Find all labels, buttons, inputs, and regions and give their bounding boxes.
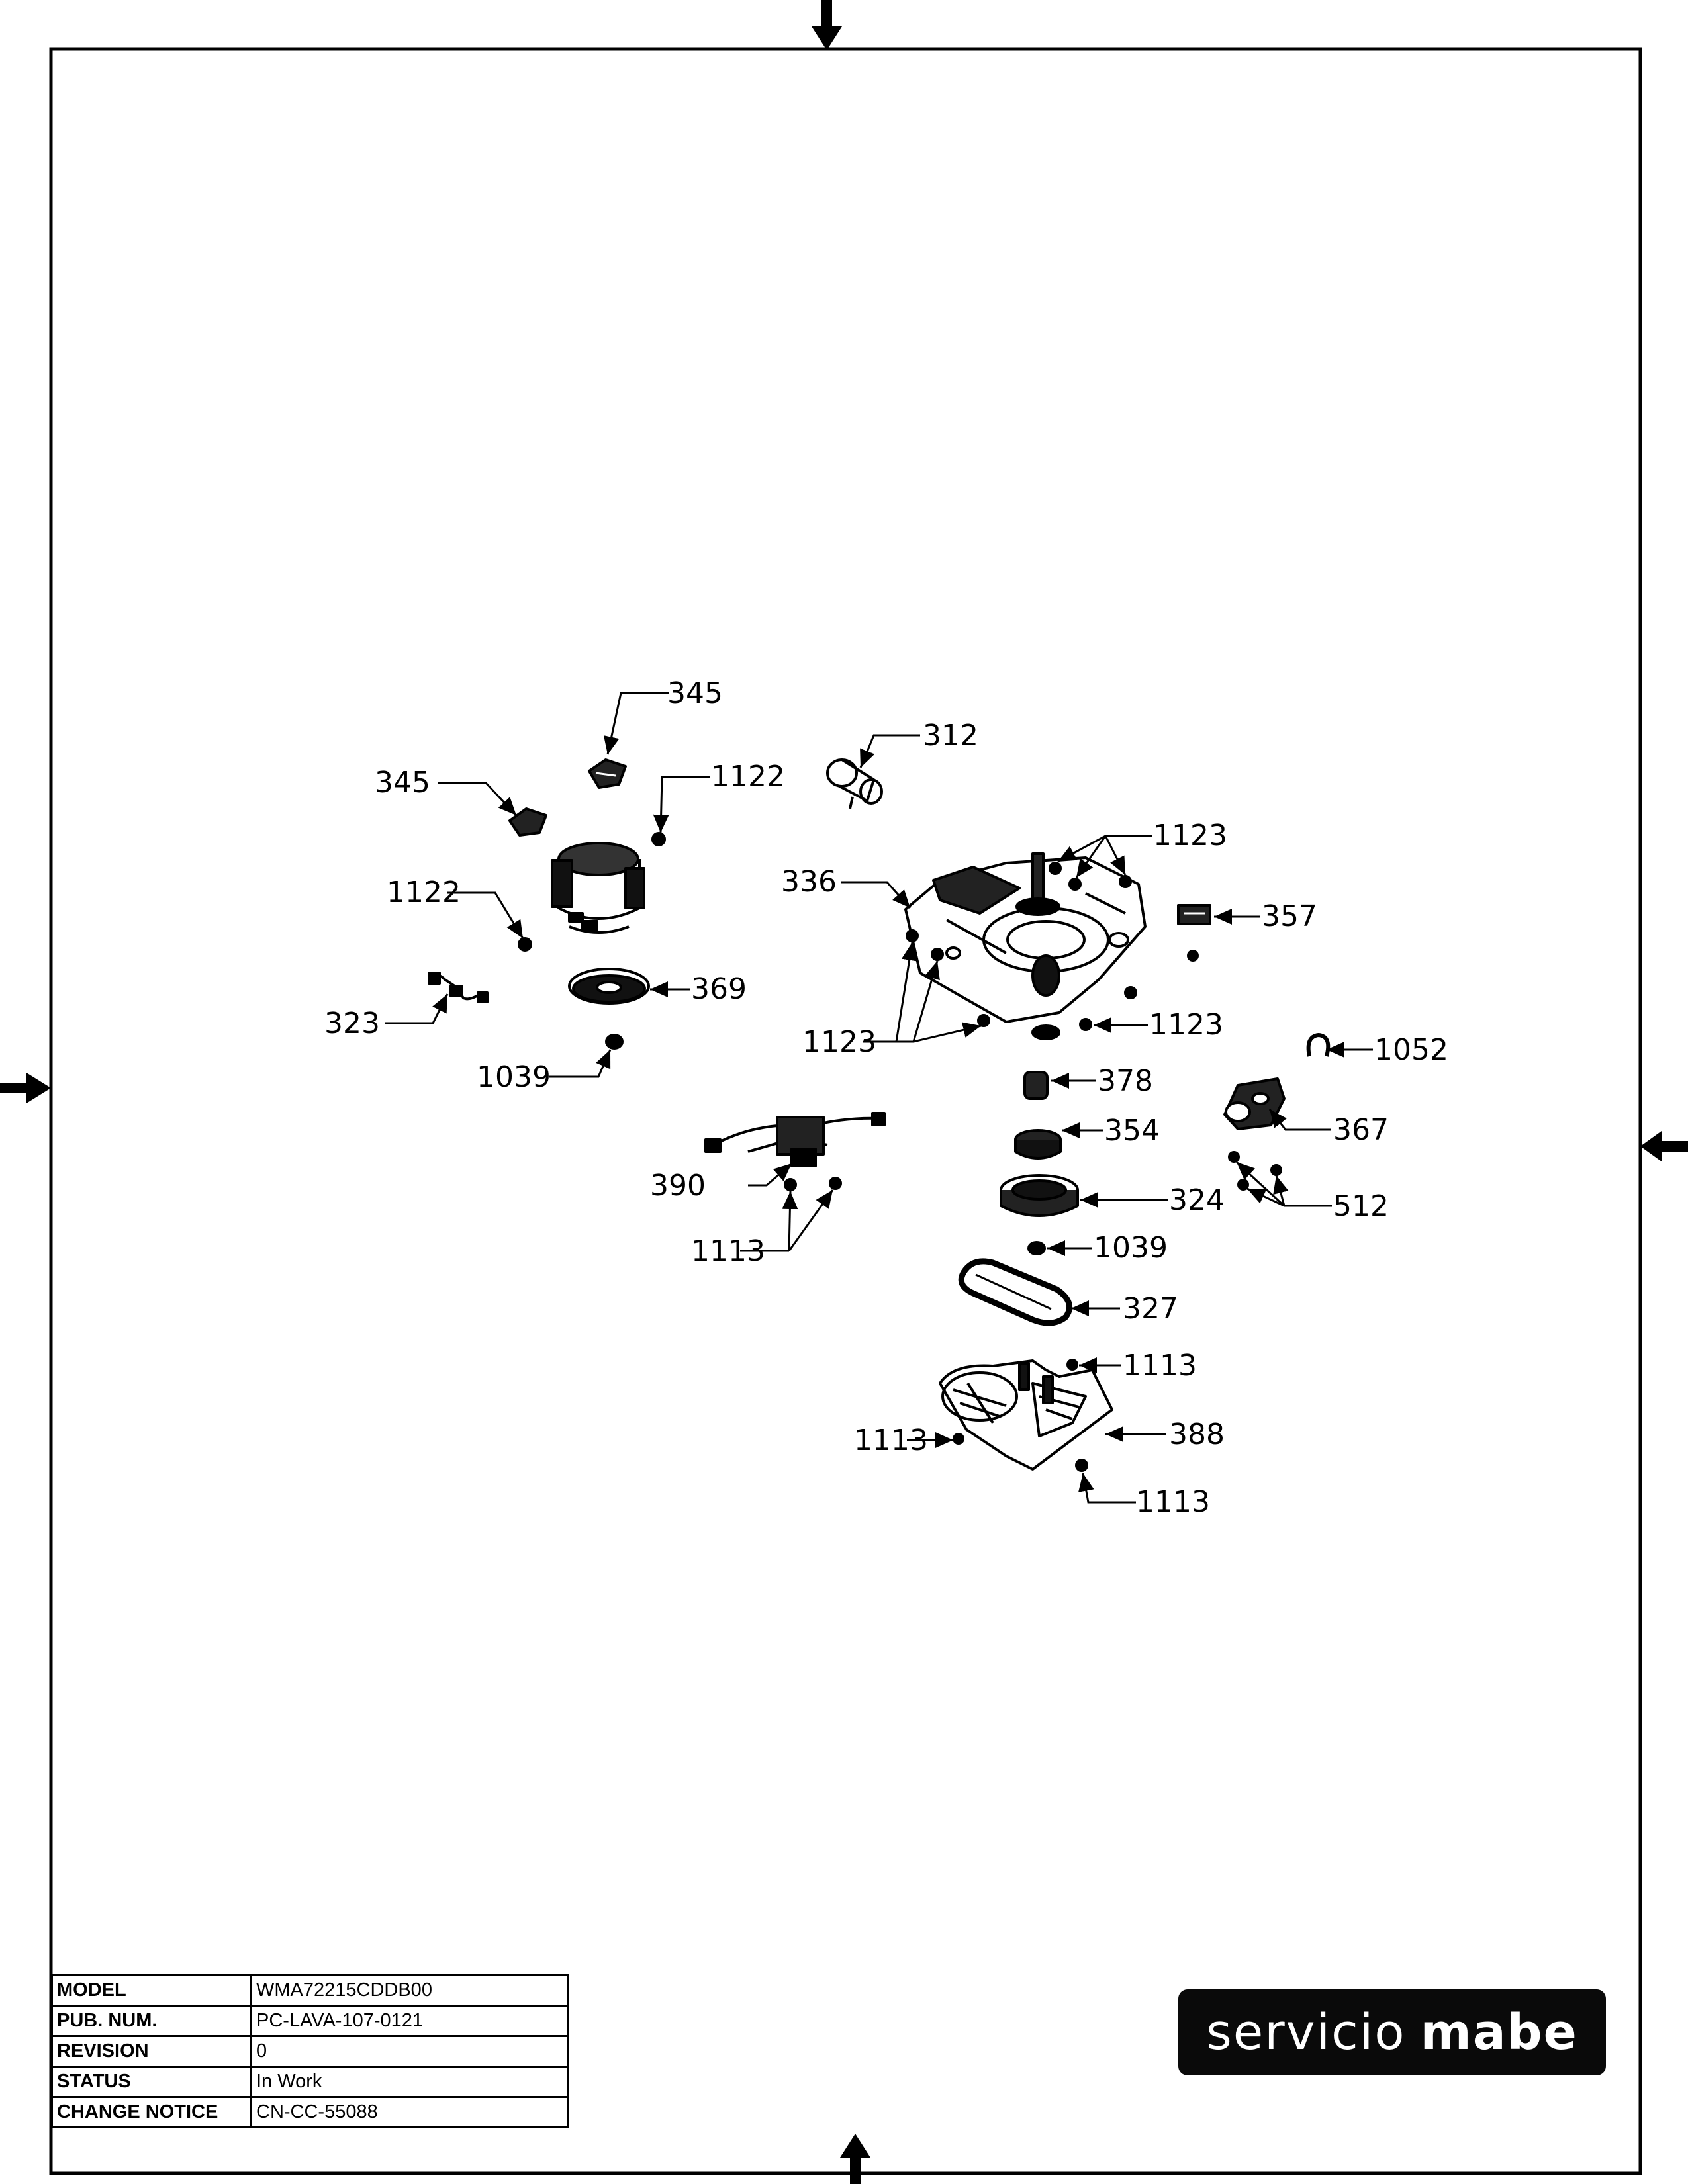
callout-1052: 1052 <box>1374 1033 1448 1067</box>
callout-345-upper: 345 <box>667 676 723 710</box>
part-312-capacitor <box>826 758 883 809</box>
part-1039-nut-b <box>1027 1241 1046 1255</box>
callout-1113-c: 1113 <box>854 1424 928 1457</box>
part-1113-screws-b <box>953 1359 1088 1472</box>
callout-357: 357 <box>1262 899 1317 933</box>
leader-1123-top-c <box>1104 835 1127 876</box>
title-row-model: MODEL WMA72215CDDB00 <box>51 1974 569 2007</box>
leader-512-c <box>1246 1187 1285 1207</box>
part-324-pulley <box>1000 1174 1079 1217</box>
title-value: 0 <box>250 2035 569 2068</box>
leader-336 <box>841 881 912 909</box>
leader-367 <box>1268 1109 1331 1131</box>
brand-word-servicio: servicio <box>1206 2004 1406 2061</box>
title-label: STATUS <box>51 2066 252 2098</box>
title-value: PC-LAVA-107-0121 <box>250 2005 569 2037</box>
part-369-fan-pulley <box>568 968 650 1005</box>
part-1122-screw-b <box>518 937 532 952</box>
callout-512: 512 <box>1333 1189 1389 1223</box>
part-1122-screw-a <box>651 832 666 846</box>
part-327-belt <box>958 1258 1073 1326</box>
part-323-wire-harness <box>428 972 489 1003</box>
leader-1123-bl-c <box>913 1022 982 1043</box>
title-row-revision: REVISION 0 <box>51 2035 569 2068</box>
leader-1113-a-right <box>788 1189 834 1251</box>
callout-1123-bottom-right: 1123 <box>1149 1008 1223 1042</box>
part-378-coupling <box>1023 1071 1049 1100</box>
center-mark-top <box>812 0 842 50</box>
callout-378: 378 <box>1098 1064 1153 1098</box>
leader-345-lower <box>438 782 518 817</box>
leader-390 <box>748 1162 792 1187</box>
callout-336: 336 <box>781 865 837 899</box>
leader-512-b <box>1273 1175 1289 1206</box>
part-345-clip-upper <box>588 758 627 789</box>
leader-345-upper <box>603 692 669 755</box>
callout-388: 388 <box>1169 1418 1225 1451</box>
part-1123-screws-top <box>1049 862 1132 891</box>
part-354-pulley <box>1014 1129 1062 1160</box>
part-motor <box>551 842 645 934</box>
leader-1122-upper <box>653 776 710 833</box>
part-1123-screws-bottom-right <box>1079 986 1137 1031</box>
center-mark-right <box>1640 1131 1688 1161</box>
part-1052-clamp <box>1306 1033 1331 1057</box>
part-388-base-tray <box>939 1359 1113 1471</box>
leader-1123-bl-a <box>895 942 917 1042</box>
title-label: REVISION <box>51 2035 252 2068</box>
leader-323 <box>385 993 449 1024</box>
callout-354: 354 <box>1104 1114 1160 1148</box>
leader-1122-lower <box>447 891 524 939</box>
callout-1039-lower: 1039 <box>1094 1231 1168 1265</box>
callout-1039-upper: 1039 <box>477 1060 551 1094</box>
leader-1123-bl-b <box>912 960 940 1042</box>
callout-327: 327 <box>1123 1292 1178 1326</box>
callout-312: 312 <box>923 719 978 752</box>
callout-345-lower: 345 <box>375 766 430 799</box>
callout-1113-a: 1113 <box>691 1234 765 1268</box>
part-357-clip <box>1177 904 1211 962</box>
title-row-change-notice: CHANGE NOTICE CN-CC-55088 <box>51 2096 569 2128</box>
part-1039-nut-a <box>605 1034 624 1050</box>
callout-324: 324 <box>1169 1183 1225 1217</box>
title-value: WMA72215CDDB00 <box>250 1974 569 2007</box>
leader-1123-top-b <box>1075 835 1107 878</box>
title-block: MODEL WMA72215CDDB00 PUB. NUM. PC-LAVA-1… <box>51 1974 569 2128</box>
callout-1122-lower: 1122 <box>387 876 461 909</box>
servicio-mabe-logo: servicio mabe <box>1178 1989 1606 2075</box>
title-label: PUB. NUM. <box>51 2005 252 2037</box>
part-336-base-plate <box>904 852 1147 1040</box>
callout-1113-d: 1113 <box>1136 1485 1210 1519</box>
callout-1123-top: 1123 <box>1153 819 1227 852</box>
center-mark-left <box>0 1073 51 1103</box>
callout-1113-b: 1113 <box>1123 1349 1197 1383</box>
callout-369: 369 <box>691 972 747 1006</box>
part-345-clip-lower <box>508 807 547 837</box>
title-label: MODEL <box>51 1974 252 2007</box>
callout-323: 323 <box>324 1007 380 1040</box>
leader-1113-a-left <box>782 1191 798 1251</box>
leader-312 <box>859 734 920 768</box>
callout-1123-bottom-left: 1123 <box>802 1025 876 1059</box>
title-row-status: STATUS In Work <box>51 2066 569 2098</box>
callout-390: 390 <box>650 1169 706 1203</box>
center-mark-bottom <box>840 2134 870 2184</box>
part-1123-screws-bottom-left <box>906 929 990 1027</box>
leader-1113-d <box>1078 1473 1136 1504</box>
leader-512-a <box>1235 1161 1286 1207</box>
title-row-pub-num: PUB. NUM. PC-LAVA-107-0121 <box>51 2005 569 2037</box>
drawing-border <box>49 47 1642 2175</box>
part-367-drain-pump <box>1223 1077 1286 1130</box>
title-value: CN-CC-55088 <box>250 2096 569 2128</box>
callout-367: 367 <box>1333 1113 1389 1147</box>
callout-1122-upper: 1122 <box>711 760 785 794</box>
part-390-wire-harness <box>704 1112 886 1167</box>
title-value: In Work <box>250 2066 569 2098</box>
leader-1039-upper <box>549 1049 612 1078</box>
part-1113-screws-a <box>784 1177 842 1191</box>
title-label: CHANGE NOTICE <box>51 2096 252 2128</box>
part-512-screws <box>1228 1151 1282 1191</box>
brand-word-mabe: mabe <box>1420 2004 1578 2061</box>
